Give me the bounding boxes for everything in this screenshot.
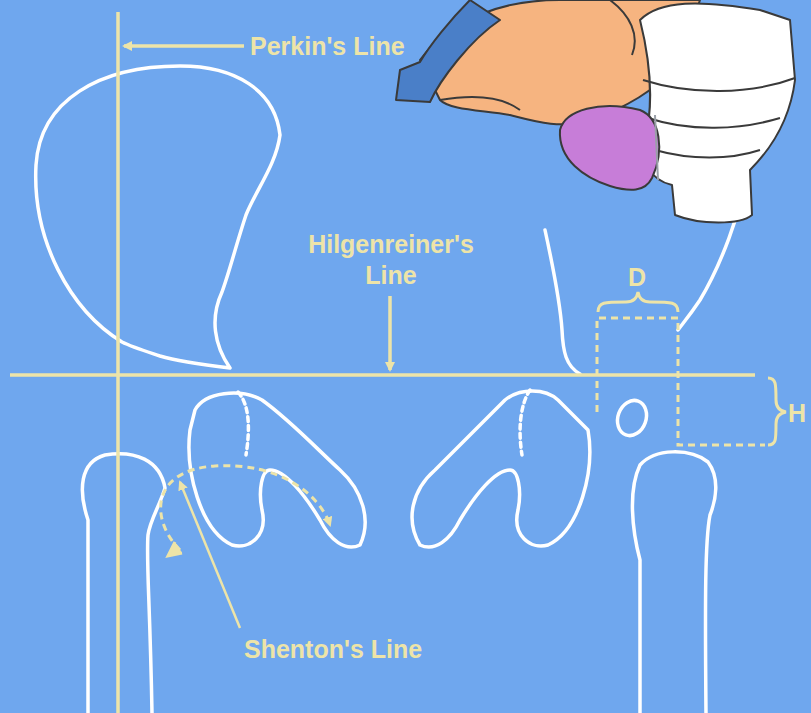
dimension-label: D (628, 262, 646, 293)
line-label: Hilgenreiner's Line (286, 229, 496, 291)
line-label: Perkin's Line (250, 31, 405, 62)
line-label: Shenton's Line (244, 634, 422, 665)
dimension-label: H (788, 398, 806, 429)
